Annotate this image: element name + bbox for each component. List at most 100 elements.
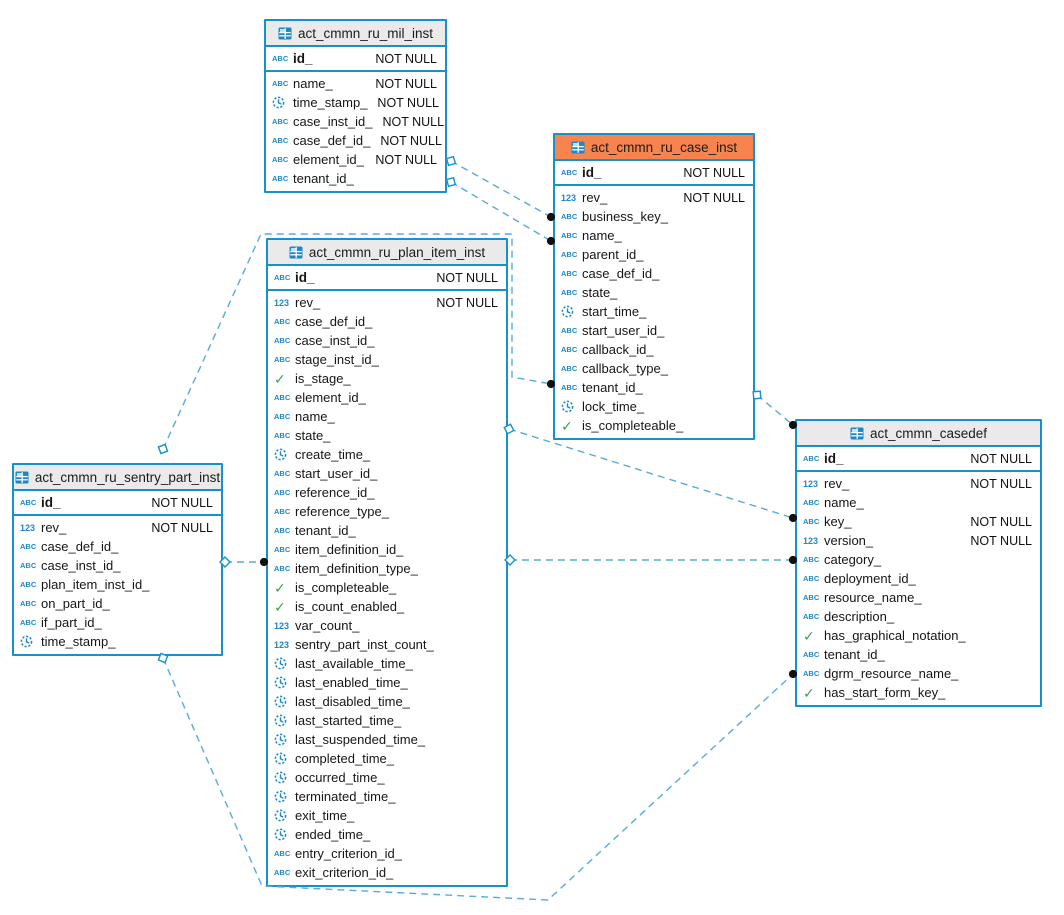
column-row-time_stamp_[interactable]: time_stamp_ [14,632,221,651]
column-name: reference_type_ [295,504,389,519]
table-header[interactable]: act_cmmn_ru_plan_item_inst [268,240,506,266]
table-header[interactable]: act_cmmn_ru_case_inst [555,135,753,161]
column-name: id_ [824,451,844,466]
text-icon: ABC [803,650,820,659]
column-row-last_disabled_time_[interactable]: last_disabled_time_ [268,692,506,711]
column-row-time_stamp_[interactable]: time_stamp_NOT NULL [266,93,445,112]
table-header[interactable]: act_cmmn_ru_mil_inst [266,21,445,47]
column-name: tenant_id_ [293,171,354,186]
column-row-lock_time_[interactable]: lock_time_ [555,397,753,416]
column-row-is_count_enabled_[interactable]: ✓is_count_enabled_ [268,597,506,616]
column-row-occurred_time_[interactable]: occurred_time_ [268,768,506,787]
text-icon: ABC [561,288,578,297]
text-icon: ABC [561,345,578,354]
column-row-last_suspended_time_[interactable]: last_suspended_time_ [268,730,506,749]
column-name: id_ [295,270,315,285]
table-header[interactable]: act_cmmn_casedef [797,421,1040,447]
column-row-ended_time_[interactable]: ended_time_ [268,825,506,844]
column-row-is_completeable_[interactable]: ✓is_completeable_ [555,416,753,435]
column-row-start_time_[interactable]: start_time_ [555,302,753,321]
column-row-last_enabled_time_[interactable]: last_enabled_time_ [268,673,506,692]
text-icon: ABC [272,136,289,145]
column-row-terminated_time_[interactable]: terminated_time_ [268,787,506,806]
column-row-last_available_time_[interactable]: last_available_time_ [268,654,506,673]
relation-act_cmmn_ru_mil_inst-to-act_cmmn_ru_case_inst[interactable] [450,160,552,218]
column-row-completed_time_[interactable]: completed_time_ [268,749,506,768]
relation-act_cmmn_ru_case_inst-to-act_cmmn_casedef[interactable] [756,394,794,426]
column-row-create_time_[interactable]: create_time_ [268,445,506,464]
column-row-last_started_time_[interactable]: last_started_time_ [268,711,506,730]
column-row-is_completeable_[interactable]: ✓is_completeable_ [268,578,506,597]
table-header[interactable]: act_cmmn_ru_sentry_part_inst [14,465,221,491]
text-icon: ABC [274,469,291,478]
relation-act_cmmn_ru_plan_item_inst-to-act_cmmn_casedef[interactable] [508,428,794,519]
number-icon: 123 [274,620,290,631]
text-icon: ABC [274,868,291,877]
column-row-has_start_form_key_[interactable]: ✓has_start_form_key_ [797,683,1040,702]
column-row-is_stage_[interactable]: ✓is_stage_ [268,369,506,388]
relation-act_cmmn_ru_mil_inst-to-act_cmmn_ru_case_inst[interactable] [450,181,552,242]
column-row-exit_time_[interactable]: exit_time_ [268,806,506,825]
column-row-has_graphical_notation_[interactable]: ✓has_graphical_notation_ [797,626,1040,645]
